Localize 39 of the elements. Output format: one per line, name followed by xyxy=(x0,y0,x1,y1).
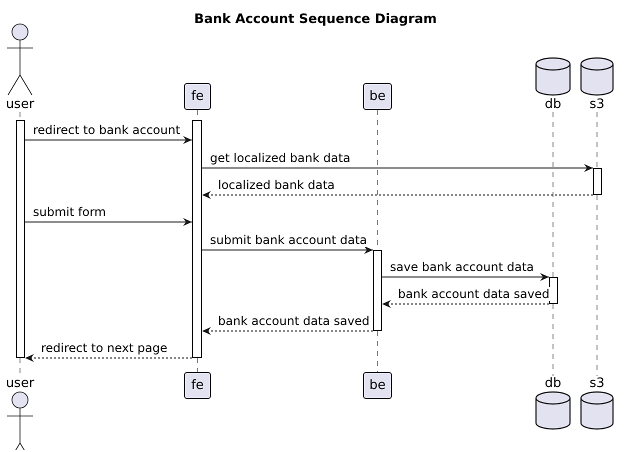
return-arrow xyxy=(24,354,192,362)
diagram-title: Bank Account Sequence Diagram xyxy=(193,12,438,27)
activation-bar xyxy=(373,250,382,331)
message-label: localized bank data xyxy=(217,178,336,192)
message-label: bank account data saved xyxy=(217,314,371,328)
participant-box: be xyxy=(363,83,392,110)
message-arrow xyxy=(24,136,192,144)
message-arrow xyxy=(24,218,192,226)
participant-label: s3 xyxy=(589,97,605,112)
return-arrow xyxy=(382,300,550,308)
lifeline xyxy=(197,358,198,372)
lifeline xyxy=(596,112,598,168)
message-label: get localized bank data xyxy=(209,151,352,165)
message-label: redirect to bank account xyxy=(32,123,182,137)
message-label: save bank account data xyxy=(389,260,535,274)
message-arrow xyxy=(382,273,550,281)
participant-label: db xyxy=(544,376,562,391)
participant-box: fe xyxy=(184,372,211,399)
activation-bar xyxy=(192,120,202,358)
lifeline xyxy=(552,304,554,376)
message-label: redirect to next page xyxy=(40,341,168,355)
lifeline xyxy=(377,330,378,372)
participant-label: db xyxy=(544,97,562,112)
activation-bar xyxy=(16,120,25,358)
message-label: submit form xyxy=(32,205,107,219)
participant-box: be xyxy=(363,372,392,399)
lifeline xyxy=(596,194,598,376)
participant-box: fe xyxy=(184,83,211,110)
return-arrow xyxy=(202,327,374,335)
activation-bar xyxy=(593,168,602,195)
participant-label: user xyxy=(6,376,34,391)
message-arrow xyxy=(202,164,594,172)
participant-label: user xyxy=(6,97,34,112)
message-label: submit bank account data xyxy=(209,233,368,247)
lifeline xyxy=(552,112,554,278)
message-label: bank account data saved xyxy=(397,287,551,301)
return-arrow xyxy=(202,191,594,199)
message-arrow xyxy=(202,246,374,254)
participant-label: s3 xyxy=(589,376,605,391)
